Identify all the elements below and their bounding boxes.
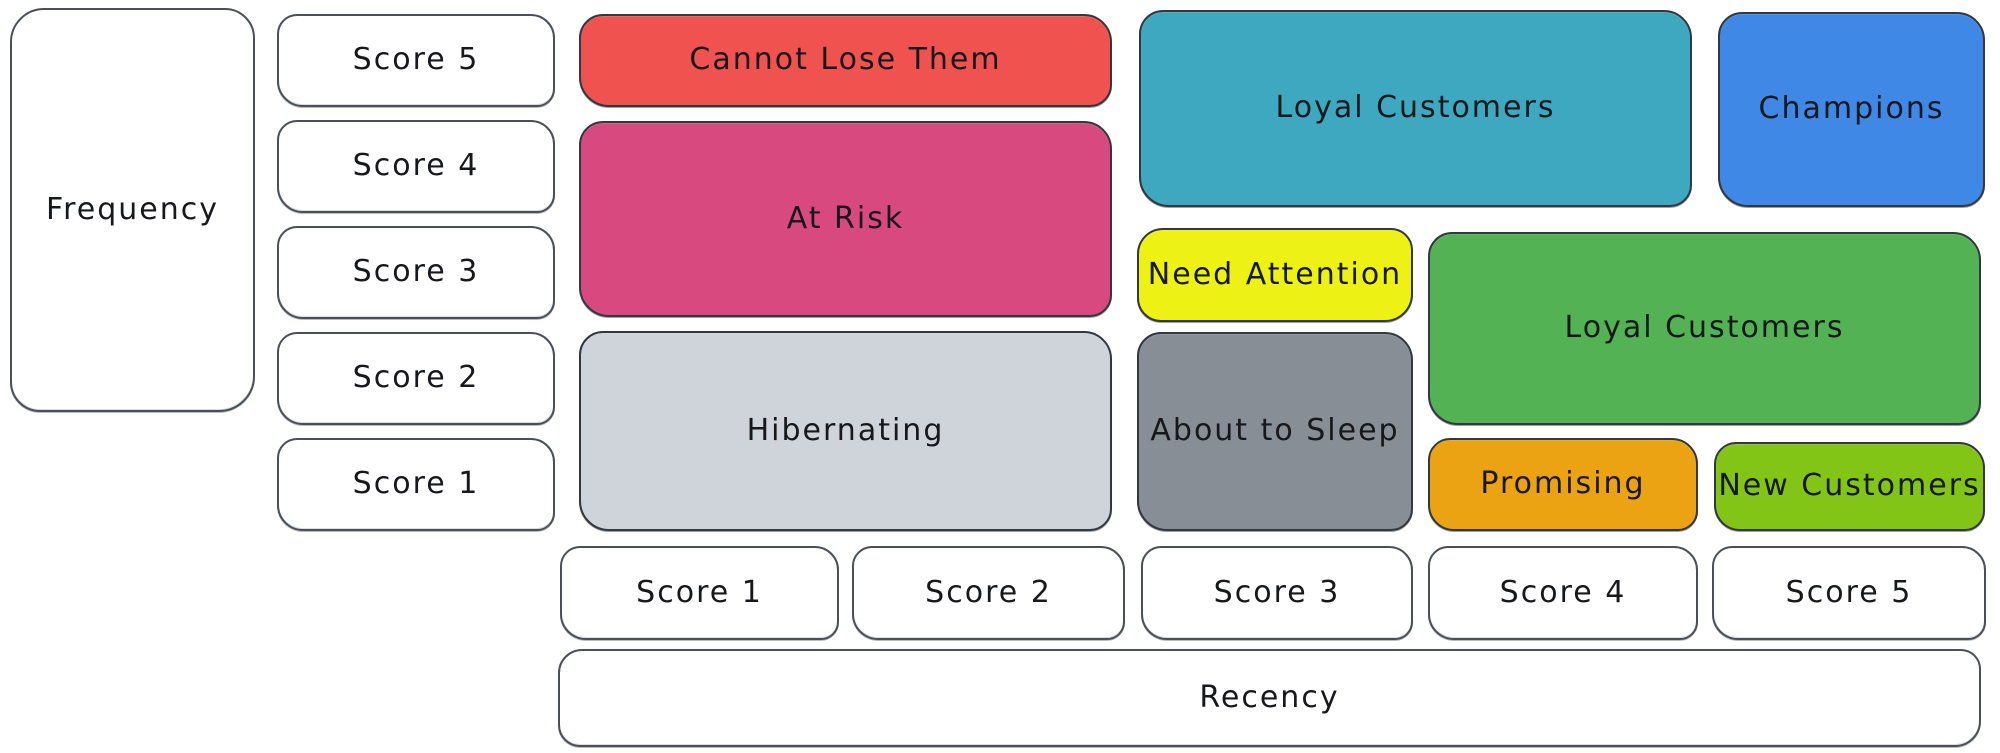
segment-about-to-sleep-label: About to Sleep — [1150, 413, 1400, 449]
segment-hibernating: Hibernating — [579, 331, 1112, 531]
segment-hibernating-label: Hibernating — [746, 412, 945, 448]
frequency-score-3-label: Score 3 — [352, 254, 480, 290]
segment-at-risk-label: At Risk — [786, 200, 905, 236]
segment-new-customers-label: New Customers — [1718, 468, 1981, 504]
segment-champions: Champions — [1718, 12, 1985, 207]
recency-score-3-label: Score 3 — [1213, 574, 1341, 610]
segment-at-risk: At Risk — [579, 121, 1112, 317]
frequency-score-4-box: Score 4 — [277, 120, 555, 213]
recency-score-5-box: Score 5 — [1712, 546, 1986, 640]
segment-promising-label: Promising — [1480, 466, 1646, 502]
frequency-axis-label-box: Frequency — [10, 8, 255, 412]
frequency-score-5-box: Score 5 — [277, 14, 555, 107]
recency-score-2-label: Score 2 — [925, 574, 1052, 610]
segment-champions-label: Champions — [1758, 91, 1945, 127]
recency-score-4-box: Score 4 — [1428, 546, 1698, 640]
recency-axis-label-box: Recency — [558, 649, 1981, 747]
frequency-score-2-label: Score 2 — [352, 360, 480, 396]
frequency-score-4-label: Score 4 — [352, 148, 480, 184]
segment-loyal-customers-top-label: Loyal Customers — [1275, 90, 1556, 126]
frequency-axis-label: Frequency — [46, 191, 219, 227]
segment-loyal-customers-mid: Loyal Customers — [1428, 232, 1981, 425]
segment-cannot-lose-them: Cannot Lose Them — [579, 14, 1112, 107]
recency-score-1-box: Score 1 — [560, 546, 839, 640]
frequency-score-3-box: Score 3 — [277, 226, 555, 319]
segment-loyal-customers-top: Loyal Customers — [1139, 10, 1692, 207]
frequency-score-1-box: Score 1 — [277, 438, 555, 531]
segment-new-customers: New Customers — [1714, 442, 1985, 531]
frequency-score-2-box: Score 2 — [277, 332, 555, 425]
frequency-score-5-label: Score 5 — [352, 42, 480, 78]
recency-score-2-box: Score 2 — [852, 546, 1125, 640]
segment-cannot-lose-them-label: Cannot Lose Them — [689, 42, 1002, 78]
segment-need-attention-label: Need Attention — [1147, 256, 1403, 292]
frequency-score-1-label: Score 1 — [352, 466, 480, 502]
segment-need-attention: Need Attention — [1137, 228, 1413, 322]
recency-score-4-label: Score 4 — [1499, 574, 1627, 610]
recency-axis-label: Recency — [1199, 679, 1340, 715]
recency-score-1-label: Score 1 — [636, 574, 763, 610]
segment-about-to-sleep: About to Sleep — [1137, 332, 1413, 531]
segment-loyal-customers-mid-label: Loyal Customers — [1564, 310, 1845, 346]
recency-score-3-box: Score 3 — [1141, 546, 1413, 640]
recency-score-5-label: Score 5 — [1785, 574, 1913, 610]
segment-promising: Promising — [1428, 438, 1698, 531]
